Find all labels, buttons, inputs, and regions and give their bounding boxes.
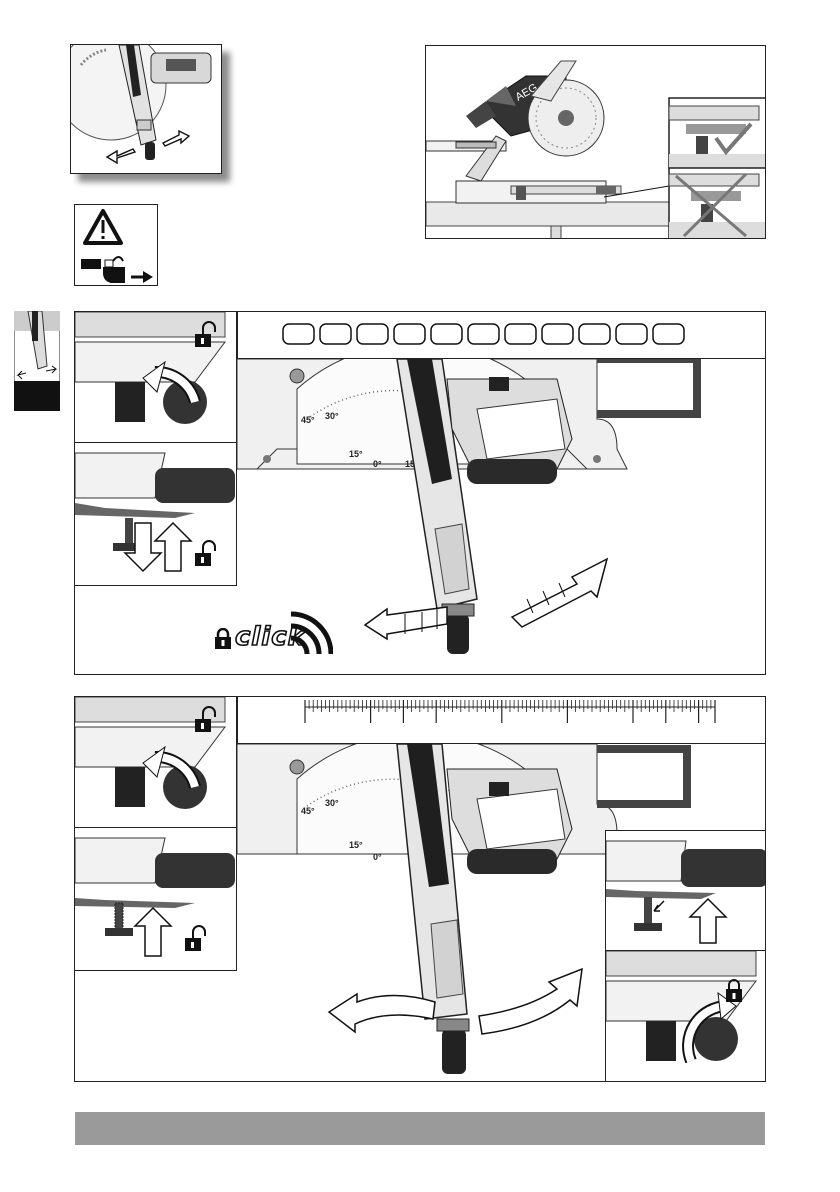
unplug-battery-icon	[81, 257, 153, 283]
inset-lever-raise	[75, 828, 237, 971]
figure-miter-adjust: 45° 30° 15° 0°	[74, 696, 766, 1082]
unlock-icon	[195, 541, 215, 566]
figure-miter-unlock: 45° 30° 15° 0° 15°	[74, 311, 766, 675]
scale-label: 45°	[301, 415, 315, 425]
warning-triangle-icon	[85, 211, 121, 243]
inset-lever-lower	[605, 830, 766, 951]
figure-saw-on-bench: AEG	[425, 45, 766, 239]
scale-label: 15°	[349, 840, 363, 850]
ruler-scale-icon	[237, 697, 766, 744]
inset-knob-unlock	[75, 697, 237, 828]
miter-handle-thumbnail-icon	[14, 311, 60, 411]
figure-handle-swing	[70, 44, 222, 174]
scale-label: 15°	[349, 449, 363, 459]
angle-badge	[653, 324, 684, 344]
inset-incorrect	[669, 168, 766, 239]
scale-label: 0°	[373, 852, 382, 862]
click-indicator: click	[213, 606, 333, 656]
angle-badge	[616, 324, 647, 344]
sound-waves-icon	[283, 606, 333, 656]
scale-label: 45°	[301, 806, 315, 816]
inset-lever-release	[75, 443, 237, 586]
angle-badge	[579, 324, 610, 344]
inset-knob-lock	[605, 951, 766, 1082]
inset-correct	[669, 98, 766, 168]
inset-knob-unlock	[75, 312, 237, 443]
scale-label: 30°	[325, 411, 339, 421]
angle-badge	[320, 324, 351, 344]
rotate-left-arrow	[365, 607, 447, 639]
angle-badge	[468, 324, 499, 344]
footer-bar	[75, 1112, 765, 1145]
rotate-left-arrow	[329, 994, 435, 1032]
scale-label: 0°	[373, 459, 382, 469]
angle-badge	[394, 324, 425, 344]
angle-badge	[431, 324, 462, 344]
miter-handle-swing-icon	[71, 45, 222, 174]
unlock-icon	[185, 926, 205, 951]
side-tab	[14, 311, 60, 411]
angle-badge	[542, 324, 573, 344]
badge-row	[237, 312, 766, 359]
warning-box	[74, 204, 158, 286]
angle-badge	[357, 324, 388, 344]
rotate-right-arrow	[512, 559, 607, 627]
lock-icon	[213, 628, 233, 650]
scale-label: 30°	[325, 798, 339, 808]
angle-badge	[505, 324, 536, 344]
angle-badge	[283, 324, 314, 344]
rotate-right-arrow	[479, 969, 582, 1034]
